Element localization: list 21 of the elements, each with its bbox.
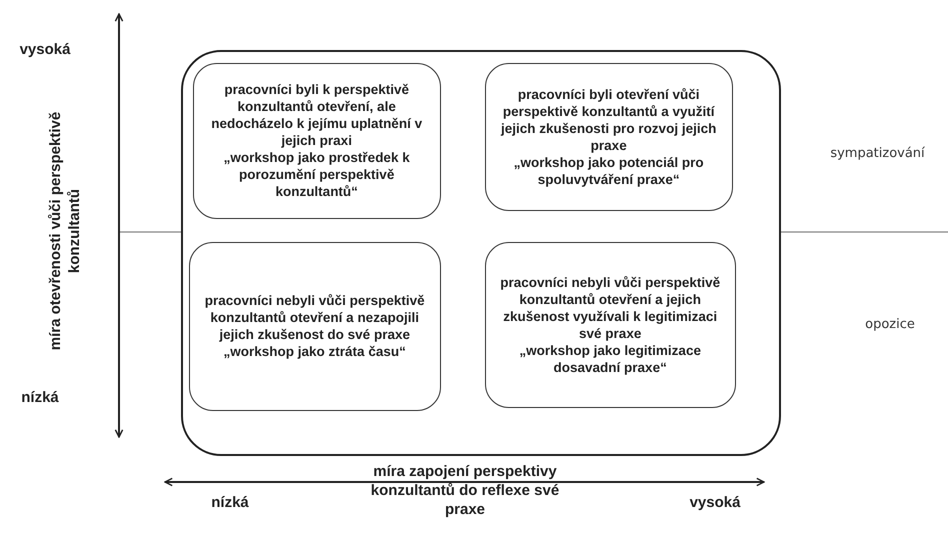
- quadrant-quote: „workshop jako legitimizace dosavadní praxe“: [518, 342, 702, 376]
- quadrant-box: [188, 242, 441, 411]
- axis-value-label: nízká: [210, 493, 250, 512]
- quadrant-box: [192, 62, 441, 219]
- matrix-frame: [181, 50, 781, 456]
- axis-title: míra zapojení perspektivy konzultantů do reflexe své praxe: [370, 462, 560, 519]
- axis-value-label: nízká: [20, 388, 60, 407]
- zone-label: sympatizování: [829, 146, 926, 161]
- axis-value-label: vysoká: [688, 493, 742, 512]
- quadrant-description: pracovníci nebyli vůči perspektivě konzultantů otevření a jejich zkušenost využívali k legitimizaci své praxe: [499, 274, 722, 342]
- axis-title: míra otevřenosti vůči perspektivě konzultantů: [46, 111, 84, 351]
- quadrant-description: pracovníci nebyli vůči perspektivě konzultantů otevření a nezapojili jejich zkušenost do své praxe: [204, 292, 426, 344]
- quadrant-quote: „workshop jako prostředek k porozumění perspektivě konzultantů“: [222, 149, 411, 200]
- quadrant-box: [484, 62, 733, 211]
- quadrant-description: pracovníci byli k perspektivě konzultantů otevření, ale nedocházelo k jejímu uplatnění v jejich praxi: [210, 81, 424, 150]
- quadrant-description: pracovníci byli otevření vůči perspektivě konzultantů a využití jejich zkušenosti pro rozvoj jejich praxe: [500, 86, 718, 154]
- zone-label: opozice: [864, 317, 916, 332]
- quadrant-box: [484, 242, 736, 408]
- quadrant-quote: „workshop jako ztráta času“: [224, 343, 406, 360]
- quadrant-quote: „workshop jako potenciál pro spoluvytváření praxe“: [512, 154, 705, 188]
- axis-value-label: vysoká: [18, 40, 72, 59]
